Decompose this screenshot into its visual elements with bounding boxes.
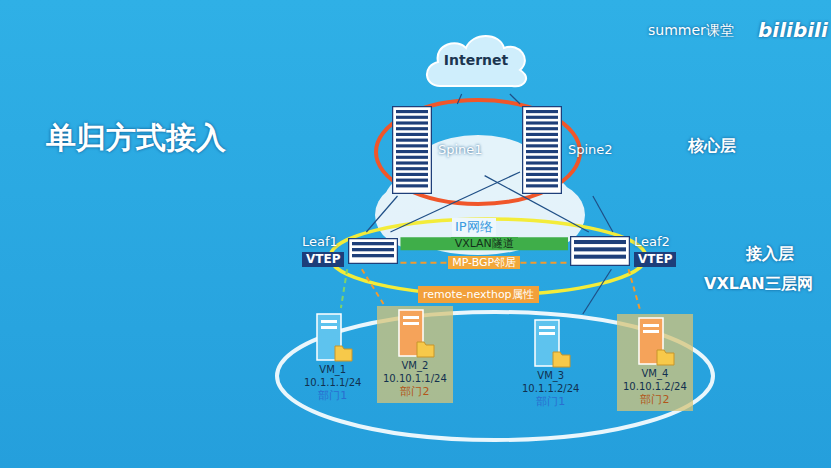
watermark: bilibili [758, 18, 828, 42]
switch-icon [522, 106, 562, 194]
node-label: 部门2 [400, 385, 429, 399]
switch-icon [570, 236, 630, 266]
edge-label: VXLAN隧道 [451, 237, 518, 250]
link-line [341, 269, 347, 308]
annotation-label: IP网络 [452, 218, 496, 236]
node-label: Spine1 [438, 142, 483, 158]
node-label: Internet [444, 52, 508, 70]
link-line [400, 237, 568, 250]
page-title: 单归方式接入 [46, 118, 226, 159]
link-line [510, 94, 520, 104]
link-line [366, 196, 397, 232]
cloud-node: Internet [420, 30, 532, 92]
core-highlight-ring [376, 100, 580, 204]
watermark: summer课堂 [648, 22, 734, 40]
access-highlight-ring [330, 219, 646, 295]
node-label: Leaf1 [302, 234, 338, 250]
annotation-label: 核心层 [688, 136, 736, 157]
node-label: 10.1.1.2/24 [522, 383, 579, 396]
node-label: 部门2 [640, 393, 669, 407]
annotation-label: remote-nexthop属性 [418, 286, 539, 303]
edge-label: MP-BGP邻居 [448, 256, 520, 269]
node-label: VM_4 [641, 368, 668, 381]
link-line [583, 269, 612, 314]
switch-node: Spine1 [392, 106, 483, 194]
vm-node: VM_310.1.1.2/24部门1 [516, 316, 585, 413]
switch-icon [392, 106, 432, 194]
node-label: Leaf2 [634, 234, 670, 250]
server-icon [313, 312, 353, 364]
switch-node: Spine2 [522, 106, 613, 194]
server-icon [531, 318, 571, 370]
vm-node: VM_410.10.1.2/24部门2 [617, 314, 693, 411]
server-icon [635, 316, 675, 368]
node-label: VTEP [634, 252, 676, 267]
node-label: VM_2 [401, 360, 428, 373]
vm-highlight-ring [277, 312, 713, 440]
ip-network-cloud [375, 135, 585, 255]
node-label: 部门1 [318, 389, 347, 403]
switch-node: Leaf2VTEP [570, 234, 676, 267]
node-label: VM_3 [537, 370, 564, 383]
switch-icon [348, 238, 398, 264]
link-line [629, 269, 641, 312]
link-line [593, 196, 613, 232]
node-label: 10.1.1.1/24 [304, 377, 361, 390]
vm-node: VM_210.10.1.1/24部门2 [377, 306, 453, 403]
switch-node: Leaf1VTEP [302, 234, 398, 267]
link-line [362, 269, 384, 304]
vm-node: VM_110.1.1.1/24部门1 [298, 310, 367, 407]
annotation-label: 接入层 [746, 244, 794, 265]
node-label: VTEP [302, 252, 344, 267]
node-label: VM_1 [319, 364, 346, 377]
node-label: 部门1 [536, 395, 565, 409]
annotation-label: VXLAN三层网 [704, 274, 813, 295]
node-label: 10.10.1.2/24 [623, 381, 687, 394]
node-label: Spine2 [568, 142, 613, 158]
server-icon [395, 308, 435, 360]
link-line [457, 94, 461, 104]
node-label: 10.10.1.1/24 [383, 373, 447, 386]
